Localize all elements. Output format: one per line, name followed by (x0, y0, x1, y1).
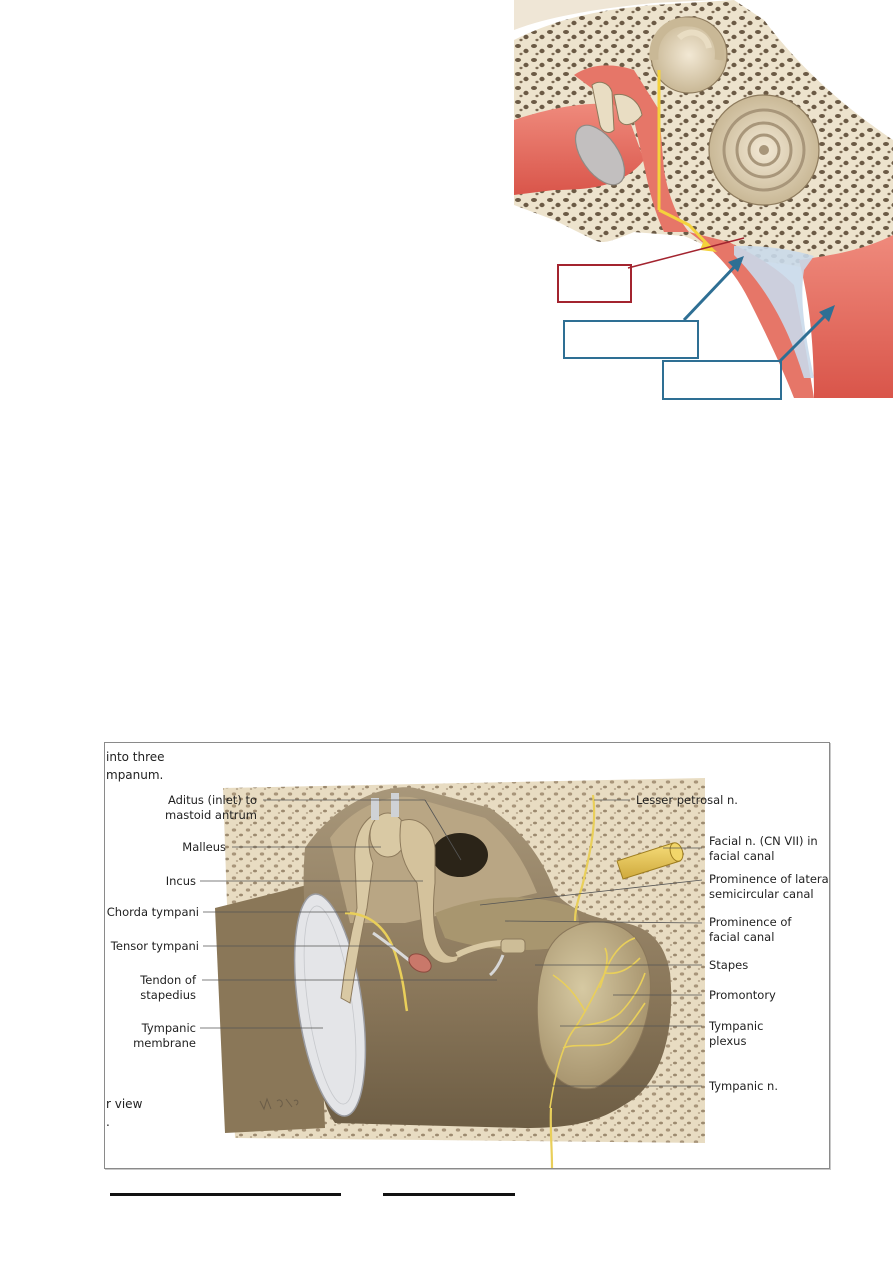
label-tympanic-n: Tympanic n. (709, 1079, 778, 1093)
label-incus: Incus (165, 874, 196, 888)
label-prominence-facial-canal: Prominence of facial canal (709, 915, 792, 944)
blank-label-box-blue-2 (662, 360, 782, 400)
tympanic-cavity-illustration: into three mpanum. r view . Aditus (inle… (104, 742, 830, 1169)
bone-surface (514, 0, 714, 30)
blank-label-box-blue-1 (563, 320, 699, 359)
label-tympanic-plexus: Tympanic plexus (709, 1019, 764, 1048)
label-tendon-of-stapedius: Tendon of stapedius (140, 973, 196, 1002)
blank-label-box-red (557, 264, 632, 303)
lesser-petrosal-nerve (573, 794, 596, 922)
ear-cross-section-svg (514, 0, 893, 398)
tympanic-membrane (293, 893, 367, 1117)
label-malleus: Malleus (182, 840, 226, 854)
left-leader-lines (200, 799, 497, 1029)
cochlea-turn-2 (735, 121, 793, 179)
pharyngeal-region (799, 235, 893, 398)
tympanic-membrane (574, 124, 626, 186)
blue-arrow-2-shaft (777, 310, 831, 364)
ligament-1 (371, 798, 379, 820)
cut-caption-line-1: into three (106, 750, 165, 764)
malleus (340, 812, 378, 1004)
medial-wall-ridge (435, 897, 579, 950)
yellow-arrow-path (658, 208, 713, 250)
label-facial-n: Facial n. (CN VII) in facial canal (709, 834, 818, 863)
tensor-tympani-muscle (372, 931, 432, 973)
cut-caption-line-2: mpanum. (106, 768, 164, 782)
blank-answer-line-2 (383, 1193, 515, 1196)
artist-signature (259, 1097, 299, 1111)
stapes (455, 938, 526, 958)
incus (399, 819, 461, 964)
facial-nerve (616, 842, 684, 880)
aditus-opening (432, 833, 488, 877)
incus (613, 93, 643, 126)
label-promontory: Promontory (709, 988, 776, 1002)
tympanic-cavity-svg (200, 778, 705, 1168)
semicircular-canal-2 (676, 29, 712, 49)
label-chorda-tympani: Chorda tympani (106, 905, 199, 919)
ligament-2 (391, 793, 399, 817)
red-leader-line (627, 237, 745, 269)
cochlea-apex (759, 145, 769, 155)
right-leader-lines (479, 799, 703, 1087)
cochlea-turn-1 (722, 108, 806, 192)
label-aditus: Aditus (inlet) to mastoid antrum (165, 793, 257, 822)
label-tensor-tympani: Tensor tympani (110, 939, 199, 953)
blue-arrow-1-head (728, 256, 744, 272)
label-stapes: Stapes (709, 958, 749, 972)
label-lesser-petrosal-n: Lesser petrosal n. (636, 793, 738, 807)
ear-cross-section-illustration (514, 0, 893, 398)
label-prominence-lateral-semicircular: Prominence of lateral semicircular canal (709, 872, 830, 901)
blue-arrow-1-shaft (682, 260, 741, 322)
blue-arrow-2-head (819, 305, 835, 322)
stapedius-tendon (489, 954, 505, 977)
semicircular-canal (649, 17, 724, 61)
malleus (591, 81, 615, 133)
cut-caption-line-4: . (106, 1115, 110, 1129)
cochlea-turn-3 (747, 133, 781, 167)
tympanic-nerve (549, 1107, 554, 1168)
label-tympanic-membrane: Tympanic membrane (133, 1021, 196, 1050)
blank-answer-line-1 (110, 1193, 341, 1196)
cut-caption-line-3: r view (106, 1097, 143, 1111)
tympanic-plexus (549, 937, 646, 1109)
chorda-tympani-nerve (344, 911, 409, 1012)
